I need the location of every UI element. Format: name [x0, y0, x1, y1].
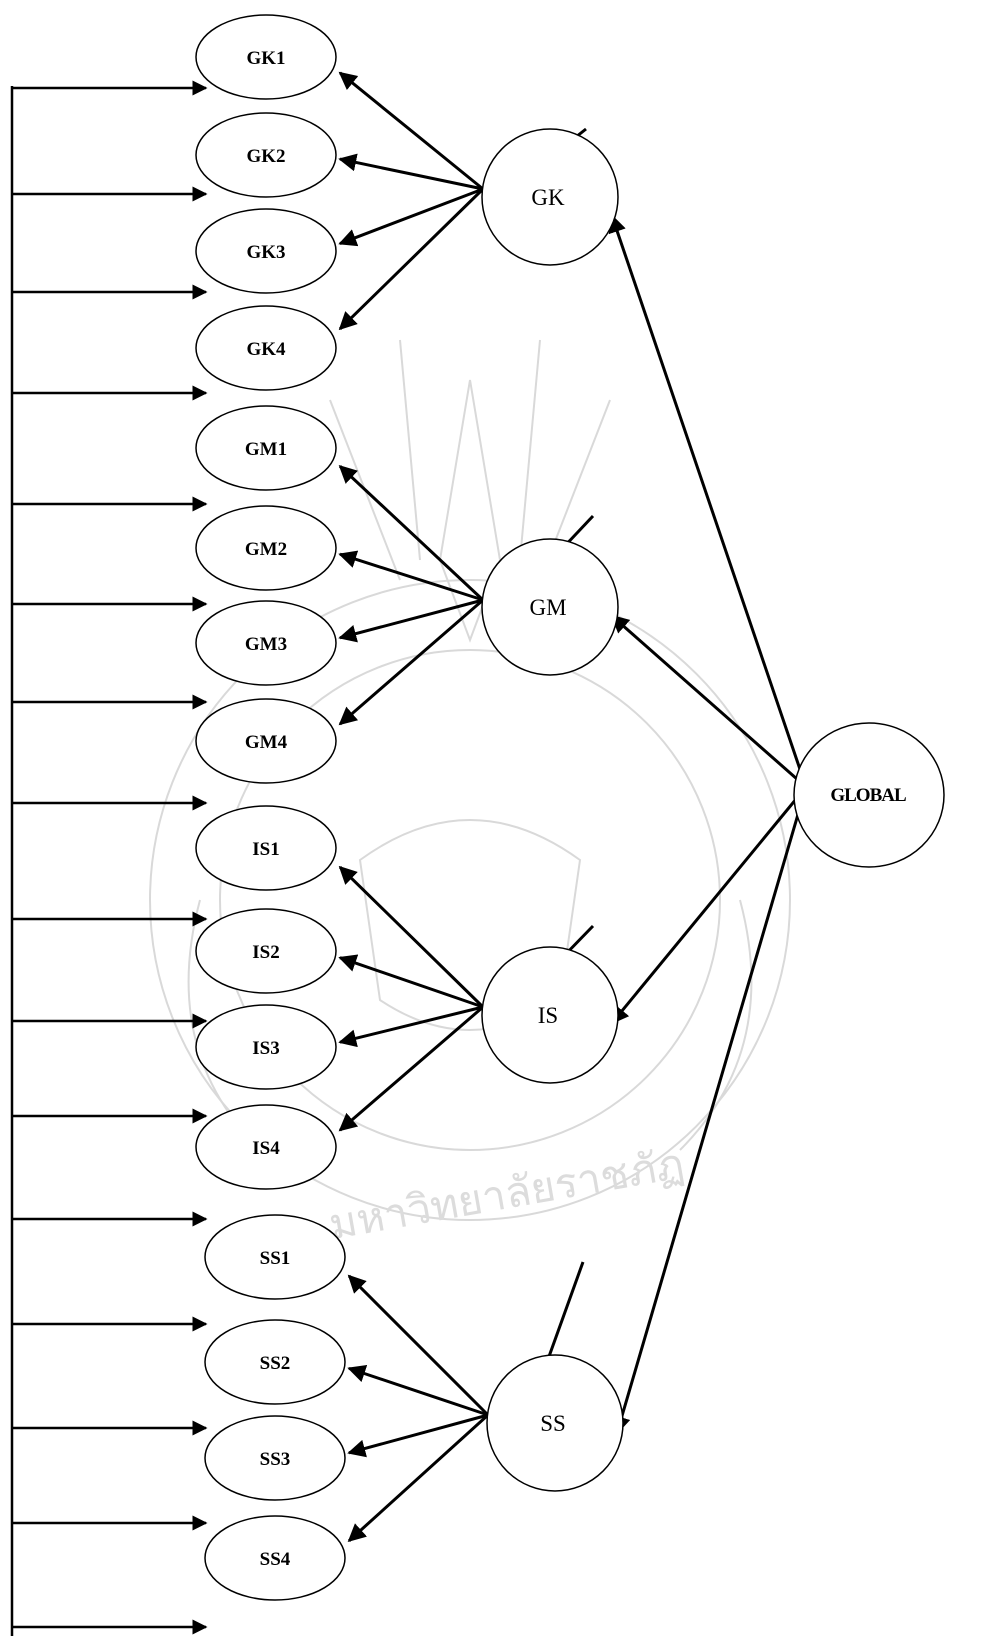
indicator-ellipse [195, 698, 337, 784]
path-gk-to-gk1 [338, 71, 484, 191]
indicator-node-ss2: SS2 [204, 1319, 346, 1405]
indicator-node-ss3: SS3 [204, 1415, 346, 1501]
path-gm-to-gm2 [338, 550, 484, 602]
path-gk-to-gk3 [338, 187, 484, 247]
indicator-node-is3: IS3 [195, 1004, 337, 1090]
indicator-label: IS4 [252, 1138, 280, 1159]
indicator-label: SS4 [260, 1549, 291, 1570]
indicator-ellipse [195, 112, 337, 198]
path-is-to-is1 [338, 865, 485, 1009]
path-global-to-gm [610, 614, 807, 789]
factor-ellipse [481, 128, 619, 266]
indicator-label: IS1 [252, 839, 279, 860]
indicator-node-is2: IS2 [195, 908, 337, 994]
indicator-ellipse [195, 1004, 337, 1090]
indicator-label: GM4 [245, 732, 288, 753]
path-ss-to-ss2 [347, 1364, 489, 1417]
path-gm-to-gm4 [338, 598, 484, 726]
path-gk-to-gk4 [338, 187, 485, 331]
indicator-ellipse [195, 405, 337, 491]
indicator-ellipse [195, 805, 337, 891]
indicator-ellipse [204, 1515, 346, 1601]
indicator-label: SS1 [260, 1248, 291, 1269]
indicator-ellipse [204, 1319, 346, 1405]
indicator-ellipse [195, 505, 337, 591]
path-is-to-is3 [338, 1005, 484, 1048]
factor-label: SS [540, 1411, 566, 1436]
indicator-node-is1: IS1 [195, 805, 337, 891]
path-is-to-is4 [338, 1005, 484, 1132]
indicator-label: SS3 [260, 1449, 291, 1470]
indicator-ellipse [195, 208, 337, 294]
indicator-node-ss1: SS1 [204, 1214, 346, 1300]
path-gm-to-gm3 [338, 598, 484, 643]
indicator-ellipse [195, 908, 337, 994]
indicator-node-gk2: GK2 [195, 112, 337, 198]
global-ellipse [793, 722, 945, 868]
global-label: GLOBAL [830, 785, 906, 806]
path-gk-to-gk2 [338, 153, 484, 191]
path-global-to-gk [608, 214, 808, 788]
path-ss-to-ss1 [347, 1274, 490, 1417]
factor-ellipse [481, 538, 619, 676]
factor-label: IS [538, 1003, 558, 1028]
indicator-node-gm3: GM3 [195, 600, 337, 686]
path-gm-to-gm1 [338, 465, 485, 602]
path-ss-to-ss3 [347, 1413, 489, 1458]
indicator-node-gk4: GK4 [195, 305, 337, 391]
indicator-label: GK2 [246, 146, 285, 167]
indicator-node-gm2: GM2 [195, 505, 337, 591]
factor-node-gm: GM [481, 538, 619, 676]
indicator-ellipse [195, 600, 337, 686]
watermark-text: มหาวิทยาลัยราชภัฏ [325, 1139, 687, 1250]
indicator-node-ss4: SS4 [204, 1515, 346, 1601]
indicator-node-gm4: GM4 [195, 698, 337, 784]
indicator-label: GM2 [245, 539, 287, 560]
path-global-to-ss [612, 786, 808, 1435]
factor-node-gk: GK [481, 128, 619, 266]
indicator-label: GM3 [245, 634, 287, 655]
indicator-ellipse [204, 1415, 346, 1501]
factor-label: GM [529, 595, 566, 620]
indicator-label: IS2 [252, 942, 279, 963]
indicator-ellipse [195, 1104, 337, 1190]
path-ss-to-ss4 [347, 1413, 490, 1543]
indicator-label: IS3 [252, 1038, 279, 1059]
indicator-ellipse [195, 305, 337, 391]
path-global-to-is [610, 786, 808, 1025]
indicator-node-is4: IS4 [195, 1104, 337, 1190]
factor-ellipse [486, 1354, 624, 1492]
path-is-to-is2 [338, 954, 484, 1009]
factor-label: GK [531, 185, 565, 210]
indicator-label: SS2 [260, 1353, 291, 1374]
factor-node-ss: SS [486, 1354, 624, 1492]
indicator-ellipse [195, 14, 337, 100]
factor-node-is: IS [481, 946, 619, 1084]
indicator-node-gm1: GM1 [195, 405, 337, 491]
global-node: GLOBAL [793, 722, 945, 868]
indicator-node-gk1: GK1 [195, 14, 337, 100]
indicator-label: GM1 [245, 439, 287, 460]
indicator-label: GK3 [246, 242, 285, 263]
indicator-label: GK4 [246, 339, 286, 360]
indicator-ellipse [204, 1214, 346, 1300]
factor-ellipse [481, 946, 619, 1084]
indicator-label: GK1 [246, 48, 285, 69]
indicator-node-gk3: GK3 [195, 208, 337, 294]
